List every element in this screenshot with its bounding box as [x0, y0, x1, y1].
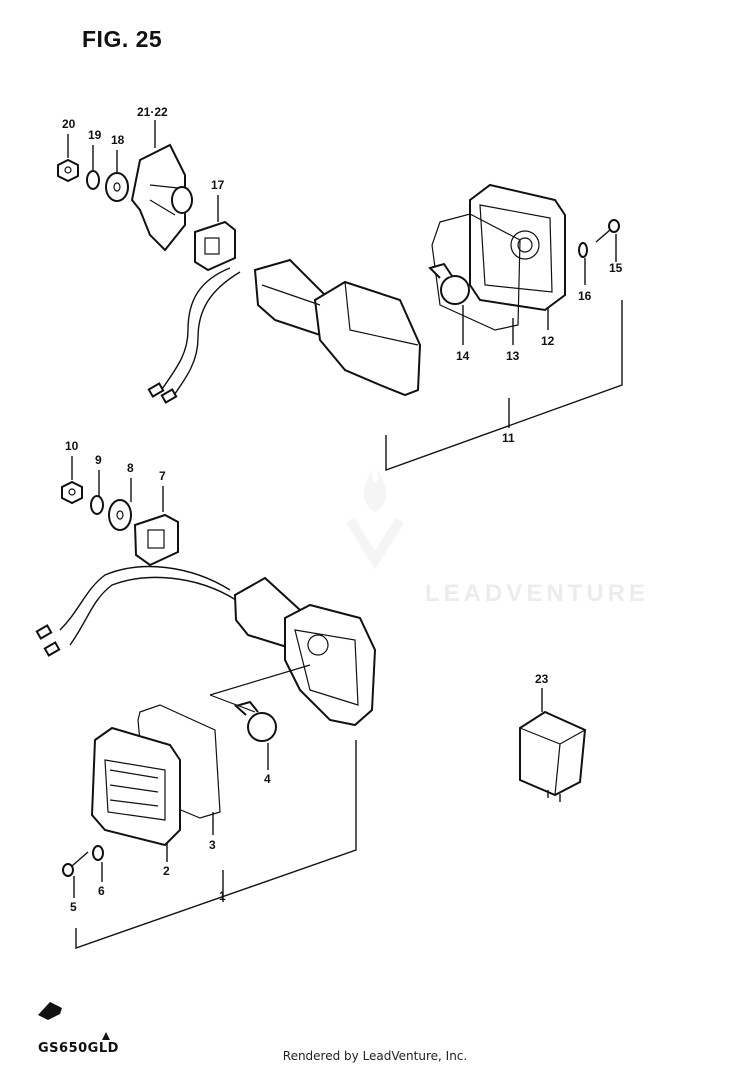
bulb-14: [428, 262, 470, 305]
callout-3: 3: [209, 838, 216, 852]
callout-17: 17: [211, 178, 225, 192]
callout-6: 6: [98, 884, 105, 898]
wire-upper-b: [171, 271, 241, 399]
watermark-logo: [345, 470, 405, 570]
wire-lower-b: [69, 576, 237, 646]
model-code: GS650GLD: [38, 1041, 119, 1056]
grommet-17: [194, 220, 236, 272]
callout-12: 12: [541, 334, 555, 348]
turn-signal-housing-upper: [253, 258, 422, 397]
grommet-7: [133, 513, 179, 567]
wire-upper-a: [159, 267, 231, 393]
nut-10: [61, 480, 83, 505]
callout-20: 20: [62, 117, 76, 131]
group-bracket-11: [385, 300, 623, 471]
wire-terminal-lower-b: [43, 641, 61, 657]
callout-9: 9: [95, 453, 102, 467]
callout-1: 1: [219, 889, 226, 903]
figure-title: FIG. 25: [82, 26, 163, 52]
lens-12: [469, 183, 566, 312]
callout-11: 11: [502, 431, 515, 445]
bracket-21-22: [130, 143, 193, 252]
model-mark-icon: [102, 1032, 110, 1040]
callout-13: 13: [506, 349, 520, 363]
callout-10: 10: [65, 439, 79, 453]
wire-terminal-upper-b: [160, 388, 178, 404]
wire-lower-a: [59, 565, 231, 631]
bulb-4: [233, 700, 277, 742]
callout-21-22: 21·22: [137, 105, 168, 119]
callout-5: 5: [70, 900, 77, 914]
washer-16: [578, 242, 588, 258]
gasket-3: [137, 704, 221, 819]
front-arrow-icon: [38, 1002, 62, 1020]
callout-18: 18: [111, 133, 125, 147]
nut-20: [57, 158, 79, 183]
screw-15: [595, 219, 620, 243]
callout-4: 4: [264, 772, 271, 786]
group-bracket-1: [75, 740, 357, 949]
callout-19: 19: [88, 128, 102, 142]
callout-23: 23: [535, 672, 549, 686]
callout-2: 2: [163, 864, 170, 878]
callout-8: 8: [127, 461, 134, 475]
lens-2: [90, 726, 181, 847]
gasket-13: [431, 213, 521, 331]
screw-5: [62, 851, 89, 877]
callout-15: 15: [609, 261, 623, 275]
callout-7: 7: [159, 469, 166, 483]
callout-16: 16: [578, 289, 592, 303]
relay-23: [519, 710, 587, 802]
washer-19: [86, 170, 100, 190]
callout-14: 14: [456, 349, 470, 363]
wire-terminal-upper-a: [147, 382, 165, 398]
washer-18: [105, 172, 129, 202]
turn-signal-housing-lower: [233, 576, 377, 727]
watermark-text: LEADVENTURE: [425, 580, 650, 607]
wire-terminal-lower-a: [35, 624, 53, 640]
washer-9: [90, 495, 104, 515]
rendered-credit: Rendered by LeadVenture, Inc.: [282, 1049, 468, 1063]
washer-6: [92, 845, 104, 861]
washer-8: [108, 499, 132, 531]
